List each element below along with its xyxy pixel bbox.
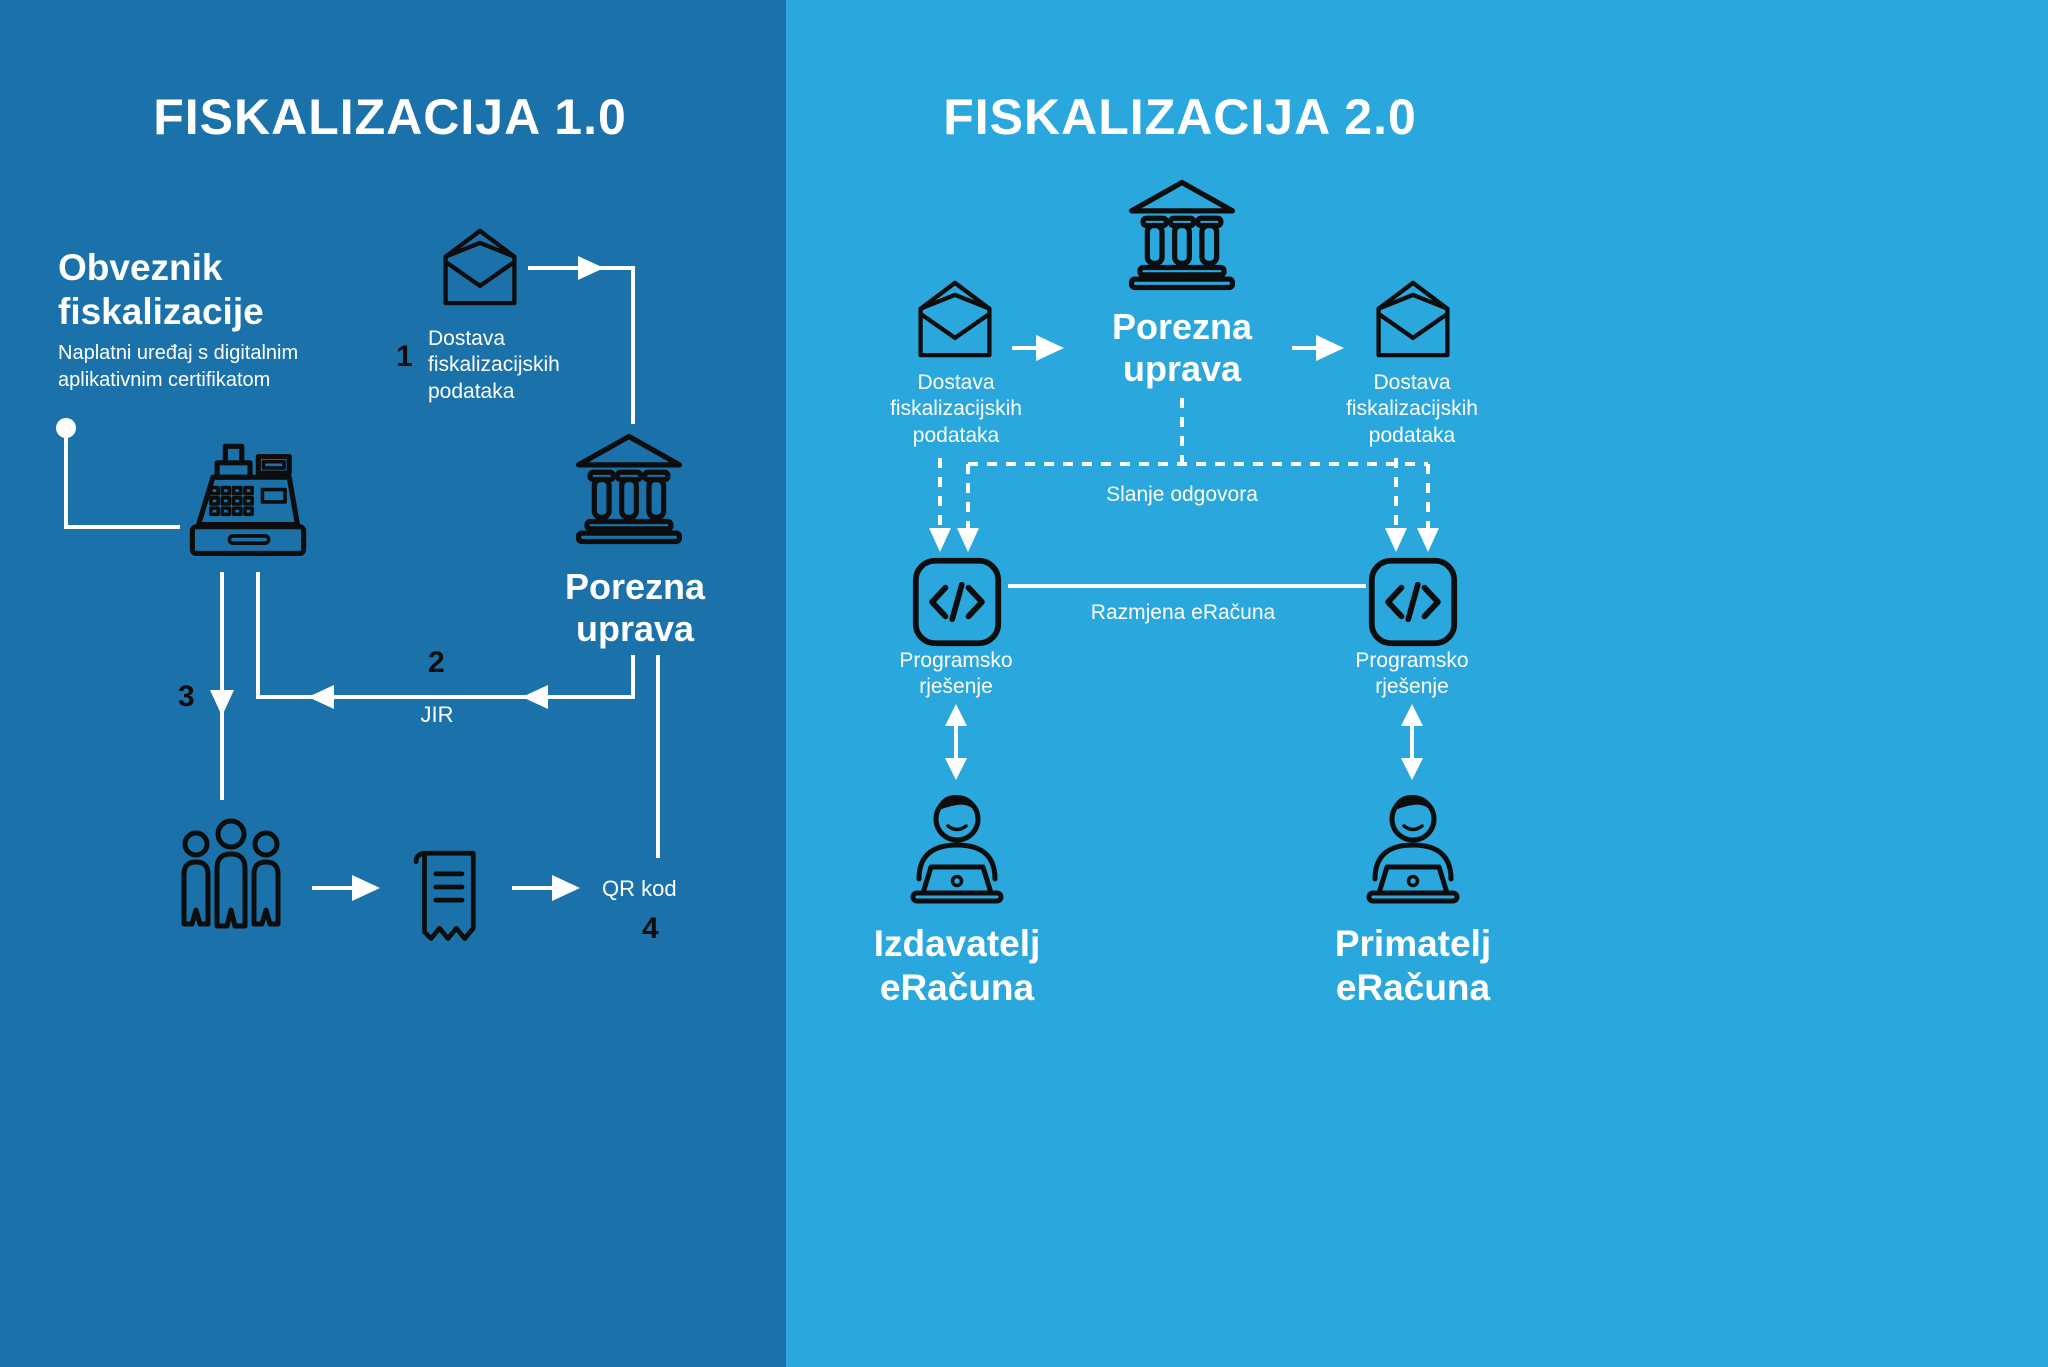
software-label-right: Programsko rješenje <box>1355 649 1469 699</box>
envelope-icon <box>1370 276 1456 362</box>
person-laptop-icon <box>1347 781 1479 913</box>
response-label: Slanje odgovora <box>1106 483 1258 506</box>
step1-number: 1 <box>396 340 413 373</box>
people-icon <box>165 804 297 936</box>
fiskalizacija-2-panel <box>786 0 2048 1367</box>
person-laptop-icon <box>891 781 1023 913</box>
envelope-icon <box>912 276 998 362</box>
bank-icon <box>1119 176 1245 294</box>
code-icon <box>911 556 1003 648</box>
step4-number: 4 <box>642 912 659 945</box>
left-title: FISKALIZACIJA 1.0 <box>153 89 627 145</box>
step3-number: 3 <box>178 680 195 713</box>
tax-office-label: Porezna uprava <box>564 566 706 650</box>
software-label-left: Programsko rješenje <box>899 649 1013 699</box>
envelope-icon <box>437 224 523 310</box>
right-title: FISKALIZACIJA 2.0 <box>943 89 1417 145</box>
outgoing-data-label: Dostava fiskalizacijskih podataka <box>1346 371 1478 447</box>
fiskalizacija-1-panel <box>0 0 786 1367</box>
code-icon <box>1367 556 1459 648</box>
cash-register-icon <box>180 436 316 572</box>
issuer-label: Izdavatelj eRačuna <box>873 923 1041 1008</box>
jir-label: JIR <box>420 702 454 727</box>
obveznik-subtitle: Naplatni uređaj s digitalnim aplikativni… <box>58 342 299 391</box>
obveznik-heading: Obveznik fiskalizacije <box>58 247 264 332</box>
receiver-label: Primatelj eRačuna <box>1334 923 1492 1008</box>
step1-label: Dostava fiskalizacijskih podataka <box>428 327 560 403</box>
tax-office-label: Porezna uprava <box>1111 306 1253 390</box>
exchange-label: Razmjena eRačuna <box>1090 601 1276 624</box>
receipt-icon <box>400 842 494 947</box>
qr-label: QR kod <box>602 876 677 901</box>
incoming-data-label: Dostava fiskalizacijskih podataka <box>890 371 1022 447</box>
bank-icon <box>566 430 692 548</box>
step2-number: 2 <box>428 646 445 679</box>
